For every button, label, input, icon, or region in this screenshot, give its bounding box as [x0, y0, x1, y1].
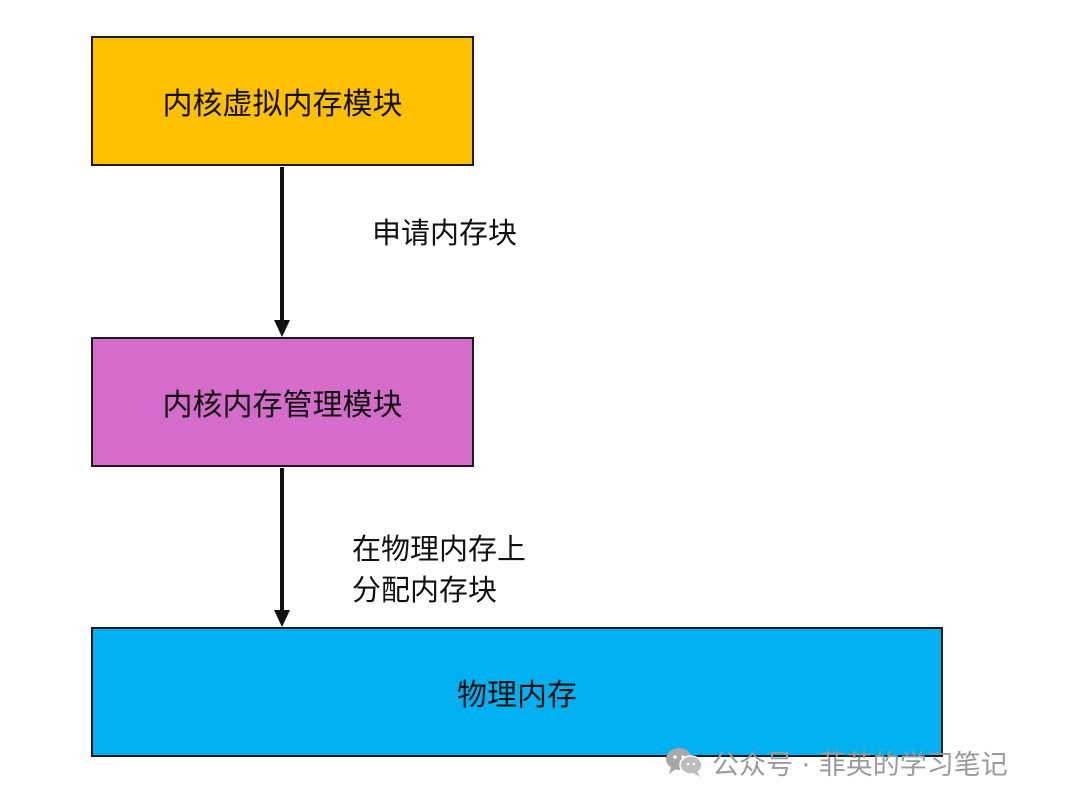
edge-label-request-block: 申请内存块 — [372, 213, 517, 254]
watermark: 公众号 · 菲英的学习笔记 — [664, 740, 1008, 784]
arrow-virtual-to-mgmt — [274, 167, 290, 337]
node-kernel-memory-management: 内核内存管理模块 — [91, 337, 474, 467]
edge-label-line: 分配内存块 — [352, 573, 498, 607]
edge-label-allocate-block: 在物理内存上 分配内存块 — [352, 529, 526, 611]
node-label: 物理内存 — [457, 678, 577, 713]
node-label: 内核虚拟内存模块 — [162, 87, 403, 122]
node-label: 内核内存管理模块 — [162, 388, 403, 423]
node-physical-memory: 物理内存 — [91, 627, 943, 757]
node-kernel-virtual-memory: 内核虚拟内存模块 — [91, 36, 474, 166]
watermark-text: 公众号 · 菲英的学习笔记 — [712, 749, 1008, 781]
arrow-mgmt-to-phys — [274, 468, 290, 627]
wechat-icon — [666, 748, 703, 777]
edge-label-line: 申请内存块 — [372, 216, 518, 250]
edge-label-line: 在物理内存上 — [352, 532, 527, 566]
